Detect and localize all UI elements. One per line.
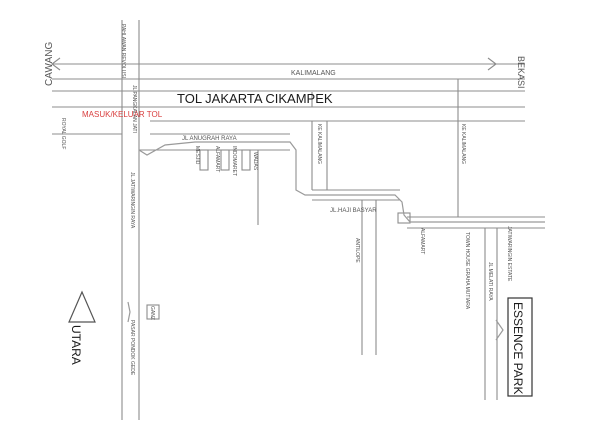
label-jl-pangkalan-jati: JL PANGKALAN JATI xyxy=(131,85,137,133)
essence-park-box xyxy=(507,297,533,397)
label-kalimalang: KALIMALANG xyxy=(291,70,336,77)
road-network xyxy=(51,20,545,420)
label-ke-kalimalang-2: KE KALIMALANG xyxy=(460,124,466,164)
label-alfamart-2: ALFAMART xyxy=(419,228,425,254)
label-royal-golf: ROYAL GOLF xyxy=(60,118,66,149)
label-alfamart-1: ALFAMART xyxy=(214,146,220,172)
label-ganz: GANZ xyxy=(149,306,155,320)
label-bekasi: BEKASI xyxy=(516,56,526,89)
label-antilope: ANTILOPE xyxy=(354,238,360,263)
label-essence-park: ESSENCE PARK xyxy=(511,302,525,394)
label-jl-haji-basyar: JL.HAJI BASYAR xyxy=(330,208,377,214)
label-utara: UTARA xyxy=(69,325,83,365)
label-town-house: TOWN HOUSE GRAHA MUTIARA xyxy=(464,232,470,310)
label-jl-jatiwaringin-raya: JL.JATIWARINGIN RAYA xyxy=(129,172,135,229)
label-tol-jakarta-cikampek: TOL JAKARTA CIKAMPEK xyxy=(177,91,333,106)
label-masjid: MESJID xyxy=(194,146,200,165)
label-cawang: CAWANG xyxy=(44,42,55,86)
label-jl-melati-raya: JL.MELATI RAYA xyxy=(487,262,493,301)
label-masuk-keluar-tol: MASUK/KELUAR TOL xyxy=(82,110,163,119)
label-ke-kalimalang-1: KE KALIMALANG xyxy=(316,124,322,164)
north-arrow xyxy=(68,290,96,323)
map-labels: CAWANG BEKASI KALIMALANG TOL JAKARTA CIK… xyxy=(44,24,526,394)
label-jl-anugrah-raya: JL ANUGRAH RAYA xyxy=(182,136,237,142)
label-jatiwaringin-estate: JATIWARINGIN ESTATE xyxy=(506,226,512,282)
label-indomaret: INDOMARET xyxy=(231,146,237,176)
label-pasar-pondok-gede: PASAR PONDOK GEDE xyxy=(129,320,135,376)
label-wadas: WADAS xyxy=(252,152,258,171)
label-pahlawan-revolusi: PAHLAWAN REVOLUSI xyxy=(120,24,126,78)
route-path xyxy=(127,141,545,341)
